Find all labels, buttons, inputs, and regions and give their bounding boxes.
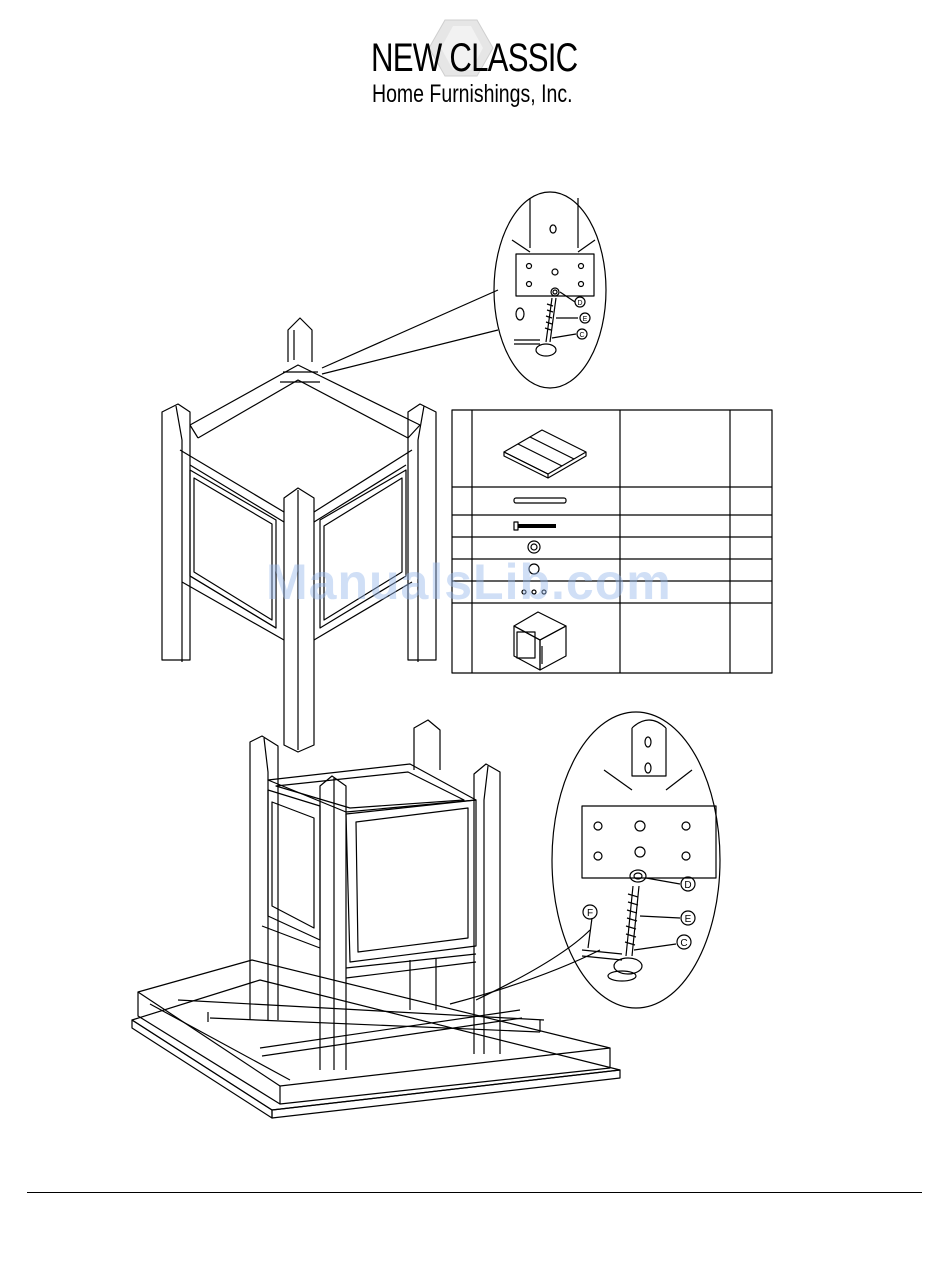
callout-bottom-label-d: D [684, 880, 691, 891]
callout-leader-top [322, 290, 498, 374]
callout-detail-bottom [552, 712, 720, 1008]
pin-icon [514, 498, 566, 503]
panel-icon [504, 430, 586, 478]
bolt-icon [514, 522, 556, 530]
callout-top-label-c: C [579, 332, 584, 339]
upper-frame-drawing [162, 318, 436, 752]
callout-bottom-label-f: F [587, 908, 593, 919]
cube-icon [514, 612, 566, 670]
callout-bottom-label-e: E [685, 914, 692, 925]
washer-icon [528, 541, 540, 553]
callout-bottom-label-c: C [680, 938, 687, 949]
footer-divider [27, 1192, 922, 1193]
lower-frame-drawing [132, 720, 620, 1118]
callout-top-label-d: D [577, 300, 582, 307]
callout-detail-top [494, 192, 606, 388]
callout-top-label-e: E [583, 316, 588, 323]
watermark-text: ManualsLib.com [266, 553, 672, 611]
parts-table [452, 410, 772, 673]
